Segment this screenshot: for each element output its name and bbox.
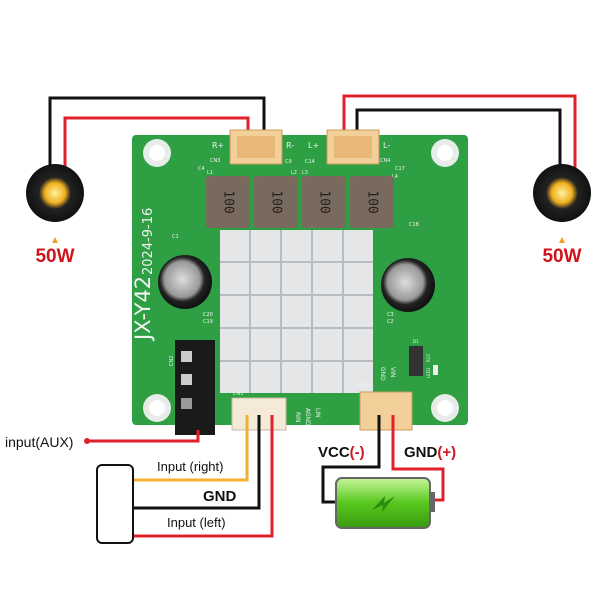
right-speaker: 50W [533,164,591,267]
pin-label-vin: VIN [389,367,396,377]
ref-l2: L2 [291,170,297,176]
ref-cn4: CN4 [380,158,390,164]
triangle-marker-icon [559,237,565,243]
phone-icon [96,464,134,544]
right-speaker-black-wire [355,108,562,168]
left-speaker-black-wire [48,96,266,168]
vcc-sign: (-) [350,444,365,461]
pad-label-r-plus: R+ [212,141,224,150]
diode-d1 [409,346,423,376]
heatsink [220,230,373,393]
power-connector-cn5 [359,391,413,431]
input-left-wire [133,415,274,538]
ref-cn5: CN5 [358,383,368,389]
vcc-label: VCC(-) [318,444,365,461]
right-speaker-power: 50W [542,246,581,267]
battery-icon [335,477,435,529]
left-speaker-power: 50W [35,246,74,267]
ref-c9: C9 [285,159,292,165]
capacitor-right [381,258,435,312]
inductor-l1-marking: 100 [221,190,236,213]
gnd-input-wire [133,415,261,510]
pad-label-l-plus: L+ [308,141,319,150]
ref-c18: C18 [409,222,419,228]
ref-c20: C20 [203,312,213,318]
ref-c14: C14 [305,159,315,165]
pin-label-rin: RIN [294,412,301,422]
ref-c19: C19 [203,319,213,325]
ref-l4: L4 [392,174,398,180]
ref-cn2: CN2 [169,356,175,366]
ref-cn3: CN3 [210,158,220,164]
gnd-power-sign: (+) [437,444,456,461]
inductor-l4-marking: 100 [365,190,380,213]
ref-c2: C2 [387,319,394,325]
aux-wire-end-dot [84,438,90,444]
triangle-marker-icon [52,237,58,243]
pin-label-agnd: AGND [304,408,311,426]
ref-c17: C17 [395,166,405,172]
pin-label-lin: LIN [314,408,321,418]
input-left-label: Input (left) [167,515,226,530]
aux-wire [88,430,200,443]
gnd-power-text: GND [404,444,438,461]
ref-l1: L1 [207,170,213,176]
inductors: 100 100 100 100 [206,176,394,228]
speaker-icon [533,164,591,222]
ref-d1: D1 [413,339,419,344]
speaker-wires [48,94,577,168]
left-speaker: 50W [26,164,84,267]
gnd-power-label: GND(+) [404,444,456,461]
mounting-holes [143,139,459,422]
lightning-icon [372,496,395,512]
pad-label-r-minus: R- [286,141,294,150]
left-speaker-red-wire [63,116,250,168]
ref-c4: C4 [198,166,205,172]
ref-l3: L3 [302,170,308,176]
vcc-text: VCC [318,444,350,461]
gnd-power-wire [391,415,445,502]
pad-label-l-minus: L- [383,141,390,150]
board-model-label: JX-Y42 [131,276,155,342]
ref-led1: LED1 [426,367,431,378]
input-right-label: Input (right) [157,459,223,474]
right-speaker-red-wire [342,94,577,168]
led-indicator [433,365,438,375]
aux-input-label: input(AUX) [5,434,73,450]
input-right-wire [133,415,249,482]
ref-c1: C1 [172,234,179,240]
board-date-label: 2024-9-16 [141,208,156,275]
gnd-input-label: GND [203,488,237,505]
input-wires [88,415,445,538]
vcc-wire [321,415,381,504]
pin-label-gnd: GND [379,367,386,381]
ref-cn1: CN1 [233,391,243,397]
ref-r12: R12 [426,354,431,362]
inductor-l2-marking: 100 [269,190,284,213]
ref-c3: C3 [387,312,394,318]
capacitor-left [158,255,212,309]
pcb-board: R+ R- L+ L- CN3 CN4 C4 C9 C14 C17 L1 L2 … [131,129,468,435]
inductor-l3-marking: 100 [317,190,332,213]
speaker-icon [26,164,84,222]
